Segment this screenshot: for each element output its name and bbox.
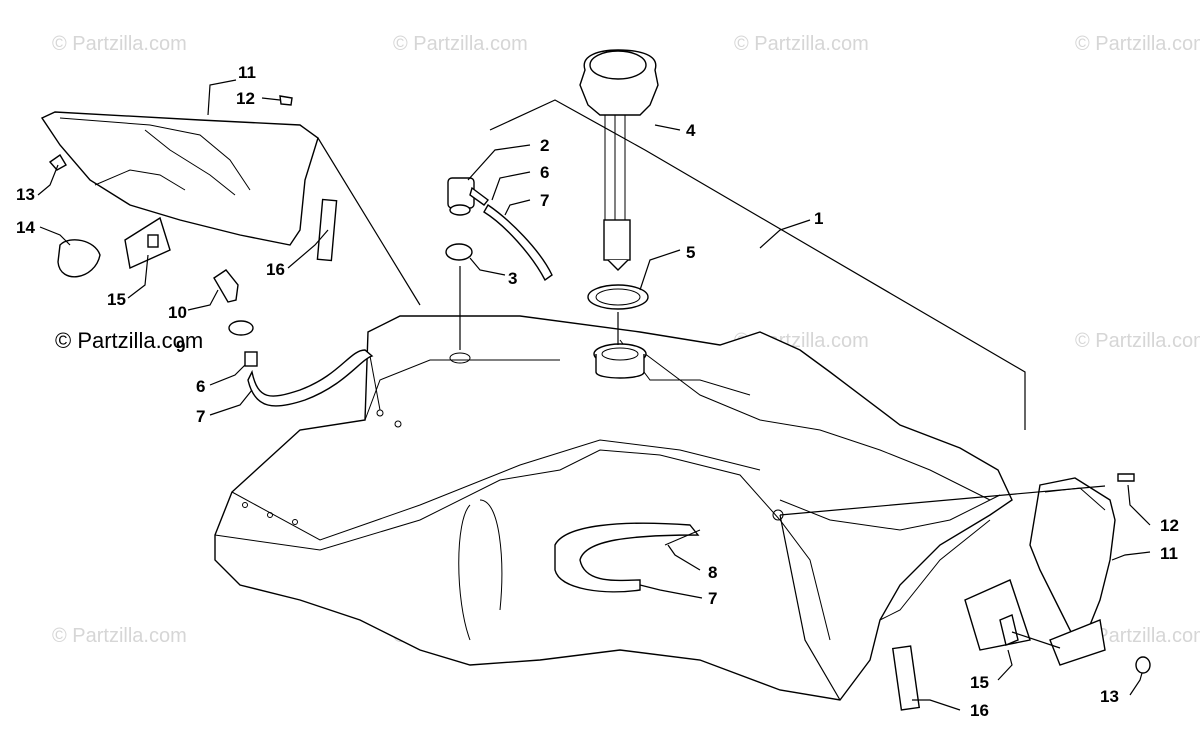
callout-13: 13 [16,185,35,204]
watermark: © Partzilla.com [52,625,187,647]
callout-12: 12 [236,89,255,108]
callout-4: 4 [686,121,696,140]
callout-11: 11 [1160,544,1178,563]
callout-15: 15 [970,673,989,692]
callout-15: 15 [107,290,126,309]
callout-14: 14 [16,218,35,237]
callout-1: 1 [814,209,823,228]
callout-6: 6 [540,163,549,182]
callout-6: 6 [196,377,205,396]
brand-watermark: © Partzilla.com [55,328,204,353]
callout-8: 8 [708,563,717,582]
callout-10: 10 [168,303,187,322]
fuel-pump-assembly [579,49,659,271]
callout-11: 11 [238,63,256,82]
callout-16: 16 [266,260,285,279]
watermark: © Partzilla.com [1075,330,1200,352]
callout-2: 2 [540,136,549,155]
callout-9: 9 [176,337,185,356]
vent-valve [445,177,553,282]
heat-shield-left [40,111,338,278]
callout-7: 7 [708,589,717,608]
callout-3: 3 [508,269,517,288]
watermark: © Partzilla.com [52,33,187,55]
callout-13: 13 [1100,687,1119,706]
fuel-tank [214,315,1013,701]
bolt-right [1117,473,1135,482]
callout-7: 7 [540,191,549,210]
leader-lines [37,79,1151,711]
watermark: © Partzilla.com [393,33,528,55]
callout-5: 5 [686,243,695,262]
callout-16: 16 [970,701,989,720]
callout-12: 12 [1160,516,1179,535]
watermark: © Partzilla.com [734,33,869,55]
bolt-left [279,95,293,106]
callout-7: 7 [196,407,205,426]
assembly-bracket-line [489,99,1026,430]
vent-fitting [213,269,381,411]
watermark: © Partzilla.com [1075,625,1200,647]
watermark: © Partzilla.com [1075,33,1200,55]
